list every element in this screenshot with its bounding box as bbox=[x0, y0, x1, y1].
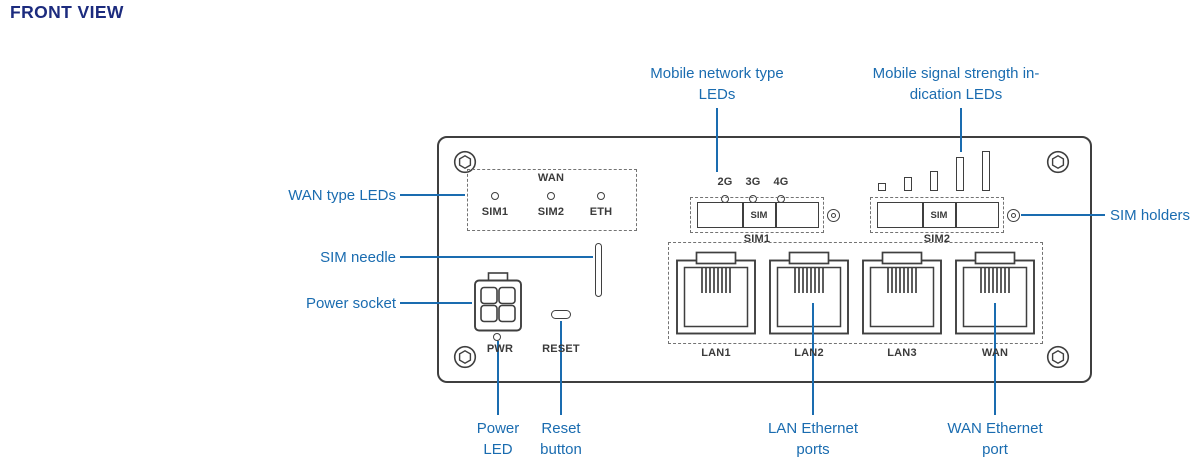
callout-mobile-network-type-leds: Mobile network type LEDs bbox=[637, 63, 797, 105]
sim1-holder: SIM bbox=[697, 202, 819, 228]
sim2-slot-label: SIM bbox=[930, 209, 948, 221]
corner-screw-icon bbox=[453, 345, 477, 369]
callout-text-line: LEDs bbox=[698, 86, 736, 103]
callout-line-sim-needle bbox=[400, 256, 593, 258]
callout-line-wan-port bbox=[994, 303, 996, 415]
wan-led-group-box bbox=[467, 169, 637, 231]
signal-bar-1-icon bbox=[878, 183, 886, 191]
callout-text-line: LAN Ethernet bbox=[767, 420, 859, 437]
callout-text-line: LED bbox=[483, 441, 513, 458]
sim1-label: SIM1 bbox=[743, 233, 771, 245]
callout-text-line: dication LEDs bbox=[909, 86, 1003, 103]
callout-text-line: ports bbox=[796, 441, 830, 458]
signal-bar-4-icon bbox=[956, 157, 964, 191]
sim2-holder-box bbox=[870, 197, 1004, 233]
page-title: FRONT VIEW bbox=[10, 2, 124, 22]
port-label-lan2: LAN2 bbox=[794, 347, 824, 359]
sim1-slot-label: SIM bbox=[750, 209, 768, 221]
callout-wan-ethernet-port: WAN Ethernet port bbox=[935, 418, 1055, 460]
rj45-port-lan1-icon bbox=[676, 251, 756, 335]
sim2-wan-led-icon bbox=[547, 192, 555, 200]
reset-label: RESET bbox=[542, 343, 580, 355]
callout-line-mobile-signal bbox=[960, 108, 962, 152]
callout-text-line: Mobile signal strength in- bbox=[872, 65, 1040, 82]
sim1-wan-led-icon bbox=[491, 192, 499, 200]
port-label-wan: WAN bbox=[981, 347, 1009, 359]
signal-bar-2-icon bbox=[904, 177, 912, 191]
corner-screw-icon bbox=[1046, 150, 1070, 174]
callout-wan-type-leds: WAN type LEDs bbox=[288, 187, 396, 204]
eth-wan-led-icon bbox=[597, 192, 605, 200]
sim1-eject-hole-icon bbox=[827, 209, 840, 222]
callout-lan-ethernet-ports: LAN Ethernet ports bbox=[753, 418, 873, 460]
callout-sim-needle: SIM needle bbox=[320, 249, 396, 266]
callout-text-line: Mobile network type bbox=[650, 65, 784, 82]
corner-screw-icon bbox=[453, 150, 477, 174]
rj45-port-lan3-icon bbox=[862, 251, 942, 335]
ethernet-ports-box bbox=[668, 242, 1043, 344]
signal-bar-3-icon bbox=[930, 171, 938, 191]
port-label-lan3: LAN3 bbox=[887, 347, 917, 359]
reset-button-icon bbox=[551, 310, 571, 319]
mobile-type-label-2g: 2G bbox=[717, 176, 733, 188]
callout-sim-holders: SIM holders bbox=[1110, 207, 1191, 224]
callout-text-line: port bbox=[982, 441, 1008, 458]
pwr-label: PWR bbox=[486, 343, 514, 355]
wan-led-label-eth: ETH bbox=[589, 206, 613, 218]
callout-line-mobile-network bbox=[716, 108, 718, 172]
callout-power-led: Power LED bbox=[458, 418, 538, 460]
signal-bar-5-icon bbox=[982, 151, 990, 191]
rj45-port-wan-icon bbox=[955, 251, 1035, 335]
corner-screw-icon bbox=[1046, 345, 1070, 369]
sim-needle-icon bbox=[595, 243, 602, 297]
power-socket-icon bbox=[474, 272, 522, 332]
sim2-label: SIM2 bbox=[923, 233, 951, 245]
callout-line-power-led bbox=[497, 341, 499, 415]
sim2-holder: SIM bbox=[877, 202, 999, 228]
sim2-eject-hole-icon bbox=[1007, 209, 1020, 222]
wan-led-group-title: WAN bbox=[537, 172, 565, 184]
callout-line-lan-ports bbox=[812, 303, 814, 415]
callout-reset-button: Reset button bbox=[521, 418, 601, 460]
port-label-lan1: LAN1 bbox=[701, 347, 731, 359]
mobile-type-label-4g: 4G bbox=[773, 176, 789, 188]
power-led-icon bbox=[493, 333, 501, 341]
wan-led-label-sim2: SIM2 bbox=[537, 206, 565, 218]
callout-mobile-signal-strength-leds: Mobile signal strength in- dication LEDs bbox=[860, 63, 1052, 105]
sim1-holder-box bbox=[690, 197, 824, 233]
callout-text-line: button bbox=[540, 441, 582, 458]
callout-power-socket: Power socket bbox=[305, 295, 396, 312]
mobile-type-label-3g: 3G bbox=[745, 176, 761, 188]
callout-text-line: WAN Ethernet bbox=[947, 420, 1043, 437]
callout-line-wan-type-leds bbox=[400, 194, 465, 196]
callout-line-sim-holders bbox=[1021, 214, 1105, 216]
callout-text-line: Reset bbox=[541, 420, 581, 437]
wan-led-label-sim1: SIM1 bbox=[481, 206, 509, 218]
callout-line-power-socket bbox=[400, 302, 472, 304]
callout-text-line: Power bbox=[476, 420, 520, 437]
callout-line-reset-button bbox=[560, 321, 562, 415]
rj45-port-lan2-icon bbox=[769, 251, 849, 335]
